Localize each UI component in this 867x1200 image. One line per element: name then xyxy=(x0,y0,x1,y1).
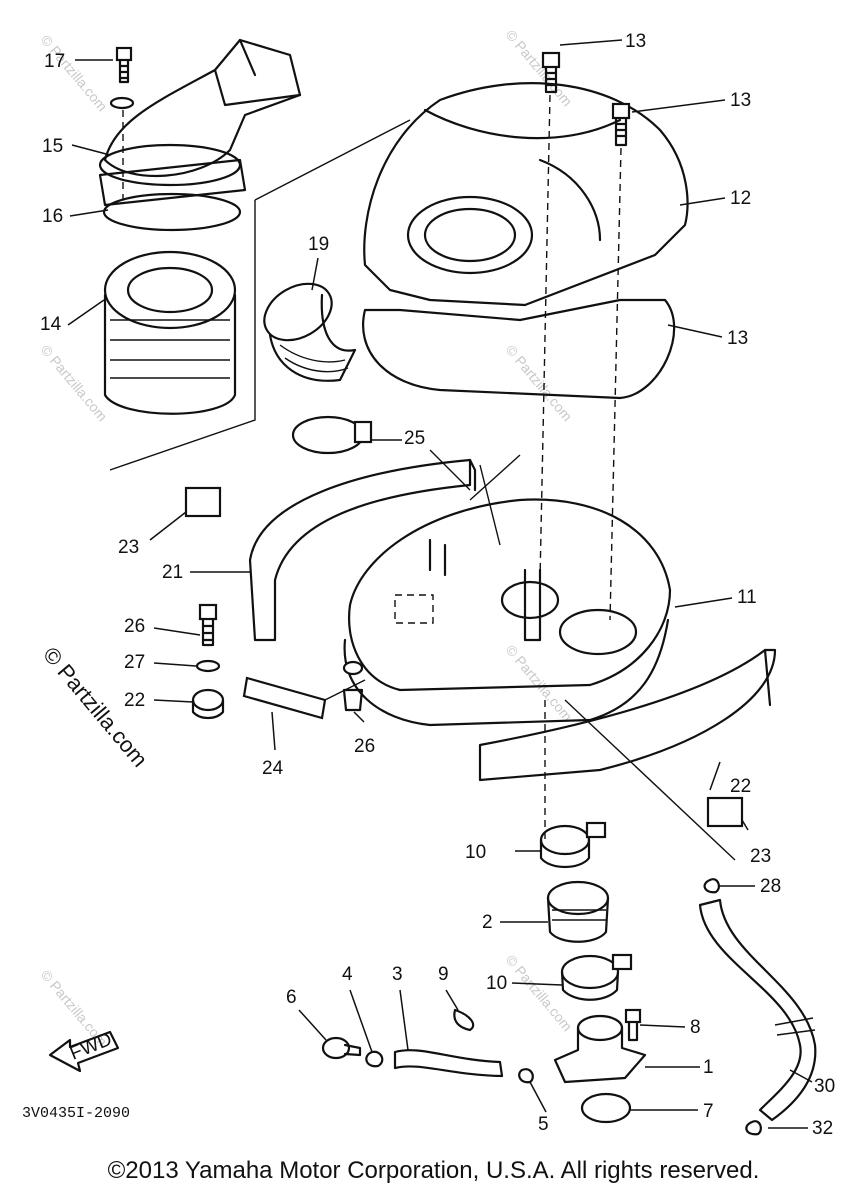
callout-10a: 10 xyxy=(465,842,486,863)
callout-17: 16 xyxy=(42,206,63,227)
callout-8: 8 xyxy=(690,1017,701,1038)
axis-line-14b xyxy=(609,147,622,621)
callout-32: 32 xyxy=(812,1118,833,1139)
part-9-clip xyxy=(453,1008,475,1032)
part-12-air-box-cover xyxy=(363,82,689,307)
callout-5: 5 xyxy=(538,1114,549,1135)
part-3-hose xyxy=(393,1049,504,1078)
callout-29: 27 xyxy=(124,652,145,673)
part-5-clip xyxy=(518,1068,534,1084)
leader-dash-22 xyxy=(564,699,736,861)
watermark-2: © Partzilla.com xyxy=(503,27,576,110)
callout-23: 24 xyxy=(262,758,284,779)
part-14-screw-b xyxy=(611,102,631,147)
callout-14a: 13 xyxy=(625,31,646,52)
fwd-arrow: FWD xyxy=(48,1029,120,1073)
callout-30: 30 xyxy=(814,1076,835,1097)
callout-31: 28 xyxy=(760,876,781,897)
watermark-1: © Partzilla.com xyxy=(38,32,111,115)
callout-3: 3 xyxy=(392,964,403,985)
part-31-clip xyxy=(703,878,720,894)
callout-2: 2 xyxy=(482,912,493,933)
callout-24a: 23 xyxy=(118,537,139,558)
callout-24b: 23 xyxy=(750,846,771,867)
callout-19: 17 xyxy=(44,51,65,72)
diagram-code: 3V0435I-2090 xyxy=(22,1105,130,1122)
callout-20: 19 xyxy=(308,234,329,255)
part-30-drain-hose xyxy=(698,898,817,1122)
part-15-bracket-lines xyxy=(109,119,411,471)
part-14-screw-a xyxy=(541,51,561,94)
part-1-intake-flange xyxy=(553,1014,647,1084)
part-23-block xyxy=(242,676,327,720)
callout-27: 25 xyxy=(404,428,425,449)
callout-11: 11 xyxy=(737,587,757,608)
callout-15: 14 xyxy=(40,314,62,335)
part-10-clamp-lower xyxy=(560,953,633,1001)
part-16-intake-duct xyxy=(98,38,302,207)
part-21-pad xyxy=(248,458,477,642)
part-20-intake-boot xyxy=(263,282,357,382)
part-13-gasket xyxy=(362,298,676,400)
watermark-4: © Partzilla.com xyxy=(503,342,576,425)
part-29-washer xyxy=(195,659,221,673)
callout-1: 1 xyxy=(703,1057,714,1078)
part-11-air-box-case xyxy=(343,498,672,727)
part-32-clip xyxy=(745,1120,762,1136)
callout-6: 6 xyxy=(286,987,297,1008)
callout-12: 12 xyxy=(730,188,751,209)
copyright-notice: ©2013 Yamaha Motor Corporation, U.S.A. A… xyxy=(107,1157,760,1184)
part-8-bolt xyxy=(624,1008,642,1042)
callouts: 17 15 16 14 19 25 13 13 12 13 11 23 21 2… xyxy=(40,31,835,1139)
part-19-screw xyxy=(115,46,133,84)
callout-16: 15 xyxy=(42,136,63,157)
callout-4: 4 xyxy=(342,964,353,985)
part-19-washer xyxy=(109,96,135,110)
callout-22: 22 xyxy=(730,776,751,797)
part-7-gasket xyxy=(580,1092,632,1124)
callout-7: 7 xyxy=(703,1101,714,1122)
part-24-pad-b xyxy=(706,796,744,828)
part-28-bolt xyxy=(198,603,218,647)
part-6-cap xyxy=(321,1036,362,1060)
part-4-clip xyxy=(365,1050,384,1068)
part-15-air-filter xyxy=(103,250,237,415)
part-26-grommet xyxy=(342,660,364,712)
part-24-pad-a xyxy=(184,486,222,518)
callout-10b: 10 xyxy=(486,973,507,994)
part-2-intake-joint xyxy=(546,880,610,943)
callout-9: 9 xyxy=(438,964,449,985)
callout-21: 21 xyxy=(162,562,183,583)
callout-26: 26 xyxy=(354,736,375,757)
callout-28: 26 xyxy=(124,616,145,637)
watermark-5: © Partzilla.com xyxy=(503,642,576,725)
part-11-leader-lines xyxy=(429,449,521,546)
part-25-damper xyxy=(191,688,225,720)
part-30-hose-bands xyxy=(774,1017,816,1036)
part-22-pad xyxy=(478,648,777,782)
axis-line-14a xyxy=(539,94,551,581)
part-17-o-ring xyxy=(102,192,242,232)
part-27-hose-clamp xyxy=(291,415,373,455)
callout-25: 22 xyxy=(124,690,145,711)
watermark-3: © Partzilla.com xyxy=(38,342,111,425)
callout-13: 13 xyxy=(727,328,748,349)
part-10-clamp-upper xyxy=(539,821,607,869)
callout-14b: 13 xyxy=(730,90,751,111)
